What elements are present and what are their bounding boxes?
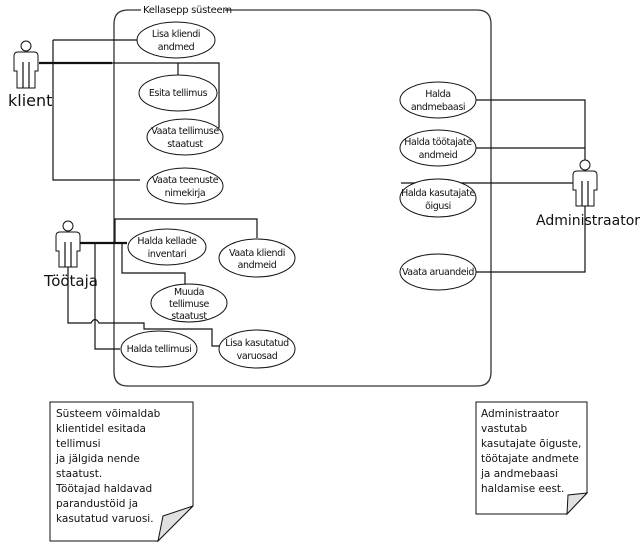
- use-case-label: inventari: [148, 249, 187, 260]
- system-title: Kellasepp süsteem: [143, 5, 232, 16]
- tootaja-connectors: [67, 218, 258, 350]
- use-case-label: Esita tellimus: [149, 88, 208, 99]
- note-line: tellimusi: [56, 438, 101, 450]
- connector-tootaja-muuda: [121, 243, 186, 285]
- connector-admin-aruandeid: [476, 192, 586, 273]
- use-case-label: Halda tellimusi: [127, 344, 192, 355]
- note-line: parandustöid ja: [56, 498, 138, 510]
- actor-label-admin: Administraator: [536, 213, 640, 229]
- use-case-halda-andmebaasi[interactable]: Halda andmebaasi: [399, 81, 477, 119]
- connector-klient-vaata-staatust: [112, 62, 220, 128]
- use-case-lisa-kliendi-andmed[interactable]: Lisa kliendi andmed: [136, 21, 216, 59]
- note-line: haldamise eest.: [481, 483, 564, 495]
- use-case-vaata-teenuste-nimekirja[interactable]: Vaata teenuste nimekirja: [146, 167, 224, 205]
- klient-connectors: [39, 39, 220, 181]
- use-case-label: Lisa kliendi: [152, 29, 200, 40]
- system-boundary: Kellasepp süsteem: [113, 5, 492, 387]
- use-case-vaata-kliendi-andmeid[interactable]: Vaata kliendi andmeid: [218, 238, 296, 278]
- use-case-label: Vaata kliendi: [229, 248, 285, 259]
- use-case-label: õigusi: [425, 201, 451, 212]
- use-case-vaata-aruandeid[interactable]: Vaata aruandeid: [399, 253, 477, 291]
- stick-figure-icon: [13, 40, 39, 89]
- connector-tootaja-vaata-kliendi: [114, 218, 258, 243]
- use-case-muuda-tellimuse-staatust[interactable]: Muuda tellimuse staatust: [150, 283, 228, 323]
- note-line: ja andmebaasi: [480, 468, 558, 480]
- stick-figure-icon: [55, 220, 81, 268]
- use-case-halda-kasutajate-oigusi[interactable]: Halda kasutajate õigusi: [399, 178, 477, 218]
- use-case-label: staatust: [167, 139, 203, 150]
- connector-admin-andmebaasi: [476, 99, 586, 160]
- use-case-label: Halda töötajate: [404, 137, 472, 148]
- use-case-label: nimekirja: [165, 188, 206, 199]
- use-case-label: Halda kellade: [137, 236, 197, 247]
- use-case-halda-kellade-inventari[interactable]: Halda kellade inventari: [127, 228, 207, 266]
- note-line: kasutajate õiguste,: [481, 438, 581, 450]
- use-case-lisa-kasutatud-varuosad[interactable]: Lisa kasutatud varuosad: [218, 329, 296, 369]
- stick-figure-icon: [572, 159, 598, 207]
- use-case-label: Halda: [425, 89, 450, 100]
- use-case-halda-tootajate-andmeid[interactable]: Halda töötajate andmeid: [399, 129, 477, 167]
- note-right: Administraator vastutab kasutajate õigus…: [475, 401, 589, 516]
- connector-klient-teenuste: [52, 40, 140, 181]
- actor-admin[interactable]: Administraator: [536, 159, 640, 229]
- actor-label-tootaja: Töötaja: [43, 272, 98, 290]
- use-case-label: tellimuse: [169, 299, 210, 310]
- note-line: töötajate andmete: [481, 453, 579, 465]
- note-line: vastutab: [481, 423, 527, 435]
- use-case-label: Muuda: [174, 287, 204, 298]
- actor-label-klient: klient: [8, 91, 52, 110]
- use-case-label: staatust: [171, 311, 207, 322]
- use-case-label: Lisa kasutatud: [225, 338, 289, 349]
- use-case-label: Vaata teenuste: [152, 175, 219, 186]
- note-left: Süsteem võimaldab klientidel esitada tel…: [49, 401, 194, 543]
- use-case-label: Halda kasutajate: [401, 188, 475, 199]
- use-case-label: Vaata aruandeid: [402, 267, 474, 278]
- use-case-label: Vaata tellimuse: [151, 126, 219, 137]
- note-line: Administraator: [481, 408, 560, 420]
- connector-tootaja-halda-tellimusi: [94, 243, 120, 350]
- use-case-label: andmed: [158, 42, 195, 53]
- connector-tootaja-lisa-varuosad: [67, 248, 221, 347]
- note-line: Süsteem võimaldab: [56, 408, 161, 420]
- use-case-halda-tellimusi[interactable]: Halda tellimusi: [120, 330, 198, 368]
- note-line: Töötajad haldavad: [55, 483, 152, 495]
- note-line: klientidel esitada: [56, 423, 146, 435]
- use-case-vaata-tellimuse-staatust[interactable]: Vaata tellimuse staatust: [146, 118, 224, 156]
- note-line: ja jälgida nende: [55, 453, 140, 465]
- note-line: kasutatud varuosi.: [56, 513, 154, 525]
- use-case-label: andmebaasi: [411, 102, 465, 113]
- use-case-esita-tellimus[interactable]: Esita tellimus: [138, 74, 218, 112]
- use-case-label: varuosad: [237, 351, 278, 362]
- use-case-label: andmeid: [419, 150, 458, 161]
- actor-tootaja[interactable]: Töötaja: [43, 220, 98, 290]
- actor-klient[interactable]: klient: [8, 40, 52, 110]
- note-line: staatust.: [56, 468, 102, 480]
- use-case-label: andmeid: [238, 260, 277, 271]
